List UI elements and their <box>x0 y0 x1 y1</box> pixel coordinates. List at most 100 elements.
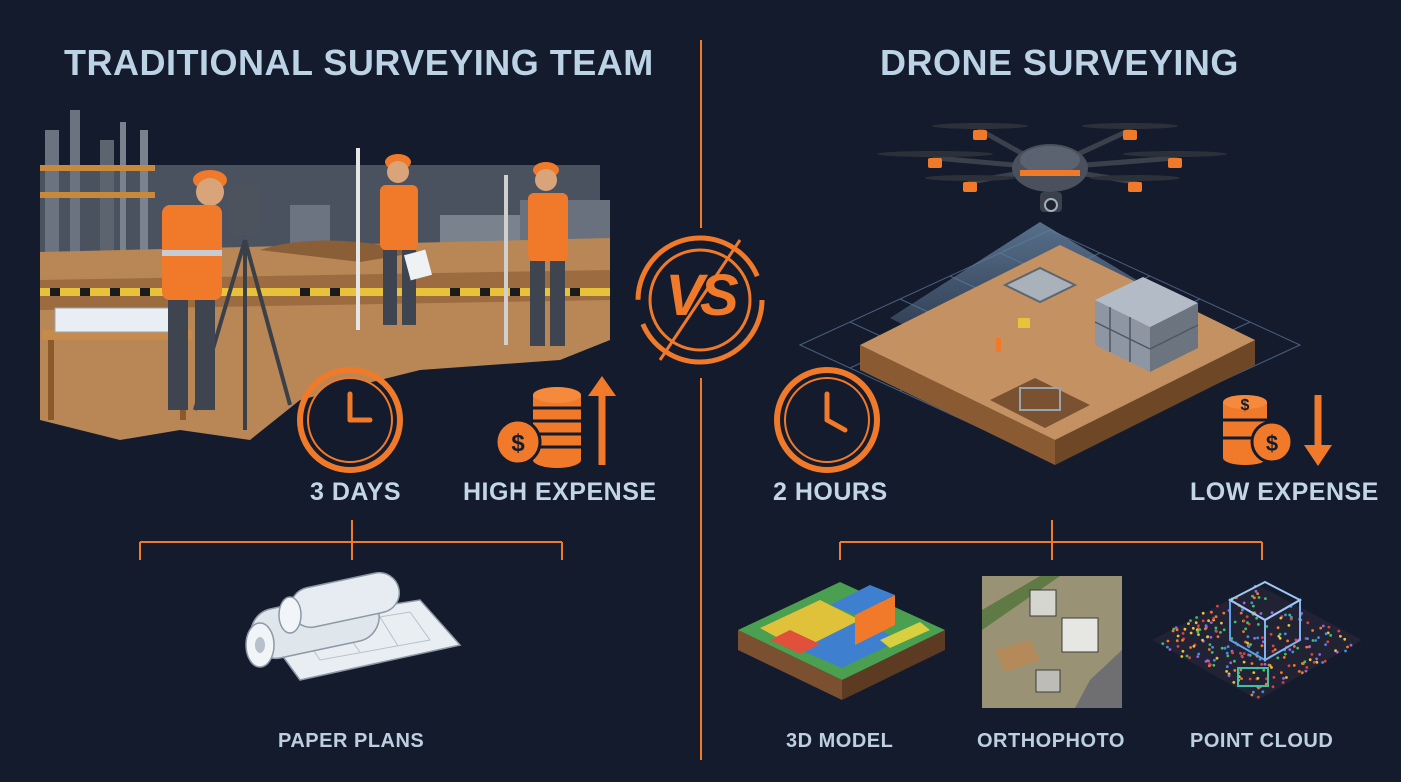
point-cloud-dot <box>1180 655 1184 658</box>
point-cloud-dot <box>1286 639 1289 643</box>
point-cloud-dot <box>1189 619 1192 622</box>
point-cloud-dot <box>1270 611 1274 615</box>
point-cloud-dot <box>1283 632 1287 636</box>
point-cloud-dot <box>1306 637 1309 640</box>
left-time-label: 3 DAYS <box>310 478 402 506</box>
point-cloud-dot <box>1252 604 1255 608</box>
point-cloud-dot <box>1201 619 1205 623</box>
point-cloud-dot <box>1226 645 1230 649</box>
point-cloud-dot <box>1282 656 1286 659</box>
output-point-cloud: POINT CLOUD <box>1190 730 1334 752</box>
point-cloud-dot <box>1343 637 1347 641</box>
point-cloud-dot <box>1272 676 1276 679</box>
point-cloud-dot <box>1315 657 1318 661</box>
point-cloud-dot <box>1222 611 1226 615</box>
point-cloud-dot <box>1208 663 1212 666</box>
svg-text:$: $ <box>1241 397 1250 414</box>
point-cloud-dot <box>1288 648 1292 651</box>
point-cloud-dot <box>1213 658 1216 662</box>
point-cloud-dot <box>1216 604 1219 608</box>
point-cloud-dot <box>1204 660 1208 663</box>
worker-with-pole <box>504 162 568 346</box>
point-cloud-dot <box>1207 619 1210 623</box>
point-cloud-dot <box>1256 592 1259 596</box>
point-cloud-dot <box>1166 639 1170 643</box>
svg-text:$: $ <box>1266 431 1278 456</box>
coins-icon: $ <box>494 387 581 468</box>
point-cloud-dot <box>1346 645 1349 649</box>
point-cloud-dot <box>1250 662 1254 665</box>
point-cloud-dot <box>1253 596 1256 600</box>
point-cloud-dot <box>1239 651 1242 655</box>
point-cloud-dot <box>1225 651 1229 655</box>
orthophoto-thumbnail <box>982 576 1122 708</box>
point-cloud-dot <box>1279 616 1283 620</box>
point-cloud-dot <box>1264 597 1267 600</box>
point-cloud-dot <box>1206 635 1210 639</box>
worker-with-tripod <box>162 170 227 410</box>
point-cloud-dot <box>1241 655 1244 659</box>
point-cloud-dot <box>1335 650 1339 654</box>
point-cloud-dot <box>1287 624 1291 627</box>
output-paper-plans: PAPER PLANS <box>278 730 425 752</box>
point-cloud-dot <box>1244 627 1248 631</box>
point-cloud-dot <box>1315 660 1319 664</box>
point-cloud-dot <box>1306 621 1310 625</box>
point-cloud-dot <box>1256 695 1260 699</box>
site-model <box>860 245 1255 465</box>
point-cloud-dot <box>1195 616 1198 619</box>
point-cloud-dot <box>1269 632 1273 636</box>
point-cloud-dot <box>1257 623 1260 626</box>
drone-icon <box>877 123 1227 212</box>
point-cloud-dot <box>1194 621 1198 625</box>
point-cloud-dot <box>1214 626 1218 630</box>
point-cloud-dot <box>1308 658 1312 662</box>
point-cloud-dot <box>1196 630 1200 634</box>
point-cloud-dot <box>1304 669 1308 673</box>
point-cloud-dot <box>1317 636 1320 639</box>
point-cloud-dot <box>1281 681 1285 684</box>
point-cloud-dot <box>1260 644 1264 648</box>
point-cloud-dot <box>1326 631 1330 635</box>
point-cloud-dot <box>1201 611 1205 615</box>
point-cloud-dot <box>1210 610 1213 614</box>
svg-text:$: $ <box>511 430 525 457</box>
point-cloud-dot <box>1263 662 1267 666</box>
point-cloud-dot <box>1271 685 1275 689</box>
point-cloud-dot <box>1181 638 1184 642</box>
arrow-down-icon <box>1304 395 1332 466</box>
point-cloud-dot <box>1188 656 1191 660</box>
point-cloud-dot <box>1326 640 1330 644</box>
point-cloud-dot <box>1196 655 1200 658</box>
point-cloud-dot <box>1239 668 1243 672</box>
point-cloud-dot <box>1276 656 1280 660</box>
point-cloud-dot <box>1207 648 1211 651</box>
point-cloud-dot <box>1314 639 1318 642</box>
point-cloud-dot <box>1284 652 1287 656</box>
point-cloud-dot <box>1285 676 1288 679</box>
point-cloud-dot <box>1321 661 1324 664</box>
point-cloud-dot <box>1233 620 1237 624</box>
clock-icon <box>774 367 880 473</box>
point-cloud-dot <box>1323 659 1327 663</box>
point-cloud-dot <box>1267 663 1271 667</box>
left-output-connector <box>139 520 563 560</box>
point-cloud-dot <box>1251 594 1254 598</box>
point-cloud-dot <box>1183 627 1187 631</box>
point-cloud-dot <box>1278 632 1282 636</box>
point-cloud-dot <box>1282 677 1285 680</box>
point-cloud-dot <box>1233 669 1237 672</box>
point-cloud-dot <box>1289 617 1293 621</box>
point-cloud-dot <box>1226 654 1230 658</box>
point-cloud-dot <box>1185 654 1189 658</box>
arrow-up-icon <box>588 376 616 465</box>
point-cloud-dot <box>1310 653 1314 656</box>
point-cloud-dot <box>1311 639 1315 642</box>
right-cost-label: LOW EXPENSE <box>1190 478 1379 506</box>
point-cloud-dot <box>1261 636 1264 639</box>
point-cloud-dot <box>1254 589 1258 593</box>
point-cloud-dot <box>1232 681 1236 684</box>
point-cloud-dot <box>1249 643 1253 646</box>
point-cloud-dot <box>1231 651 1234 655</box>
